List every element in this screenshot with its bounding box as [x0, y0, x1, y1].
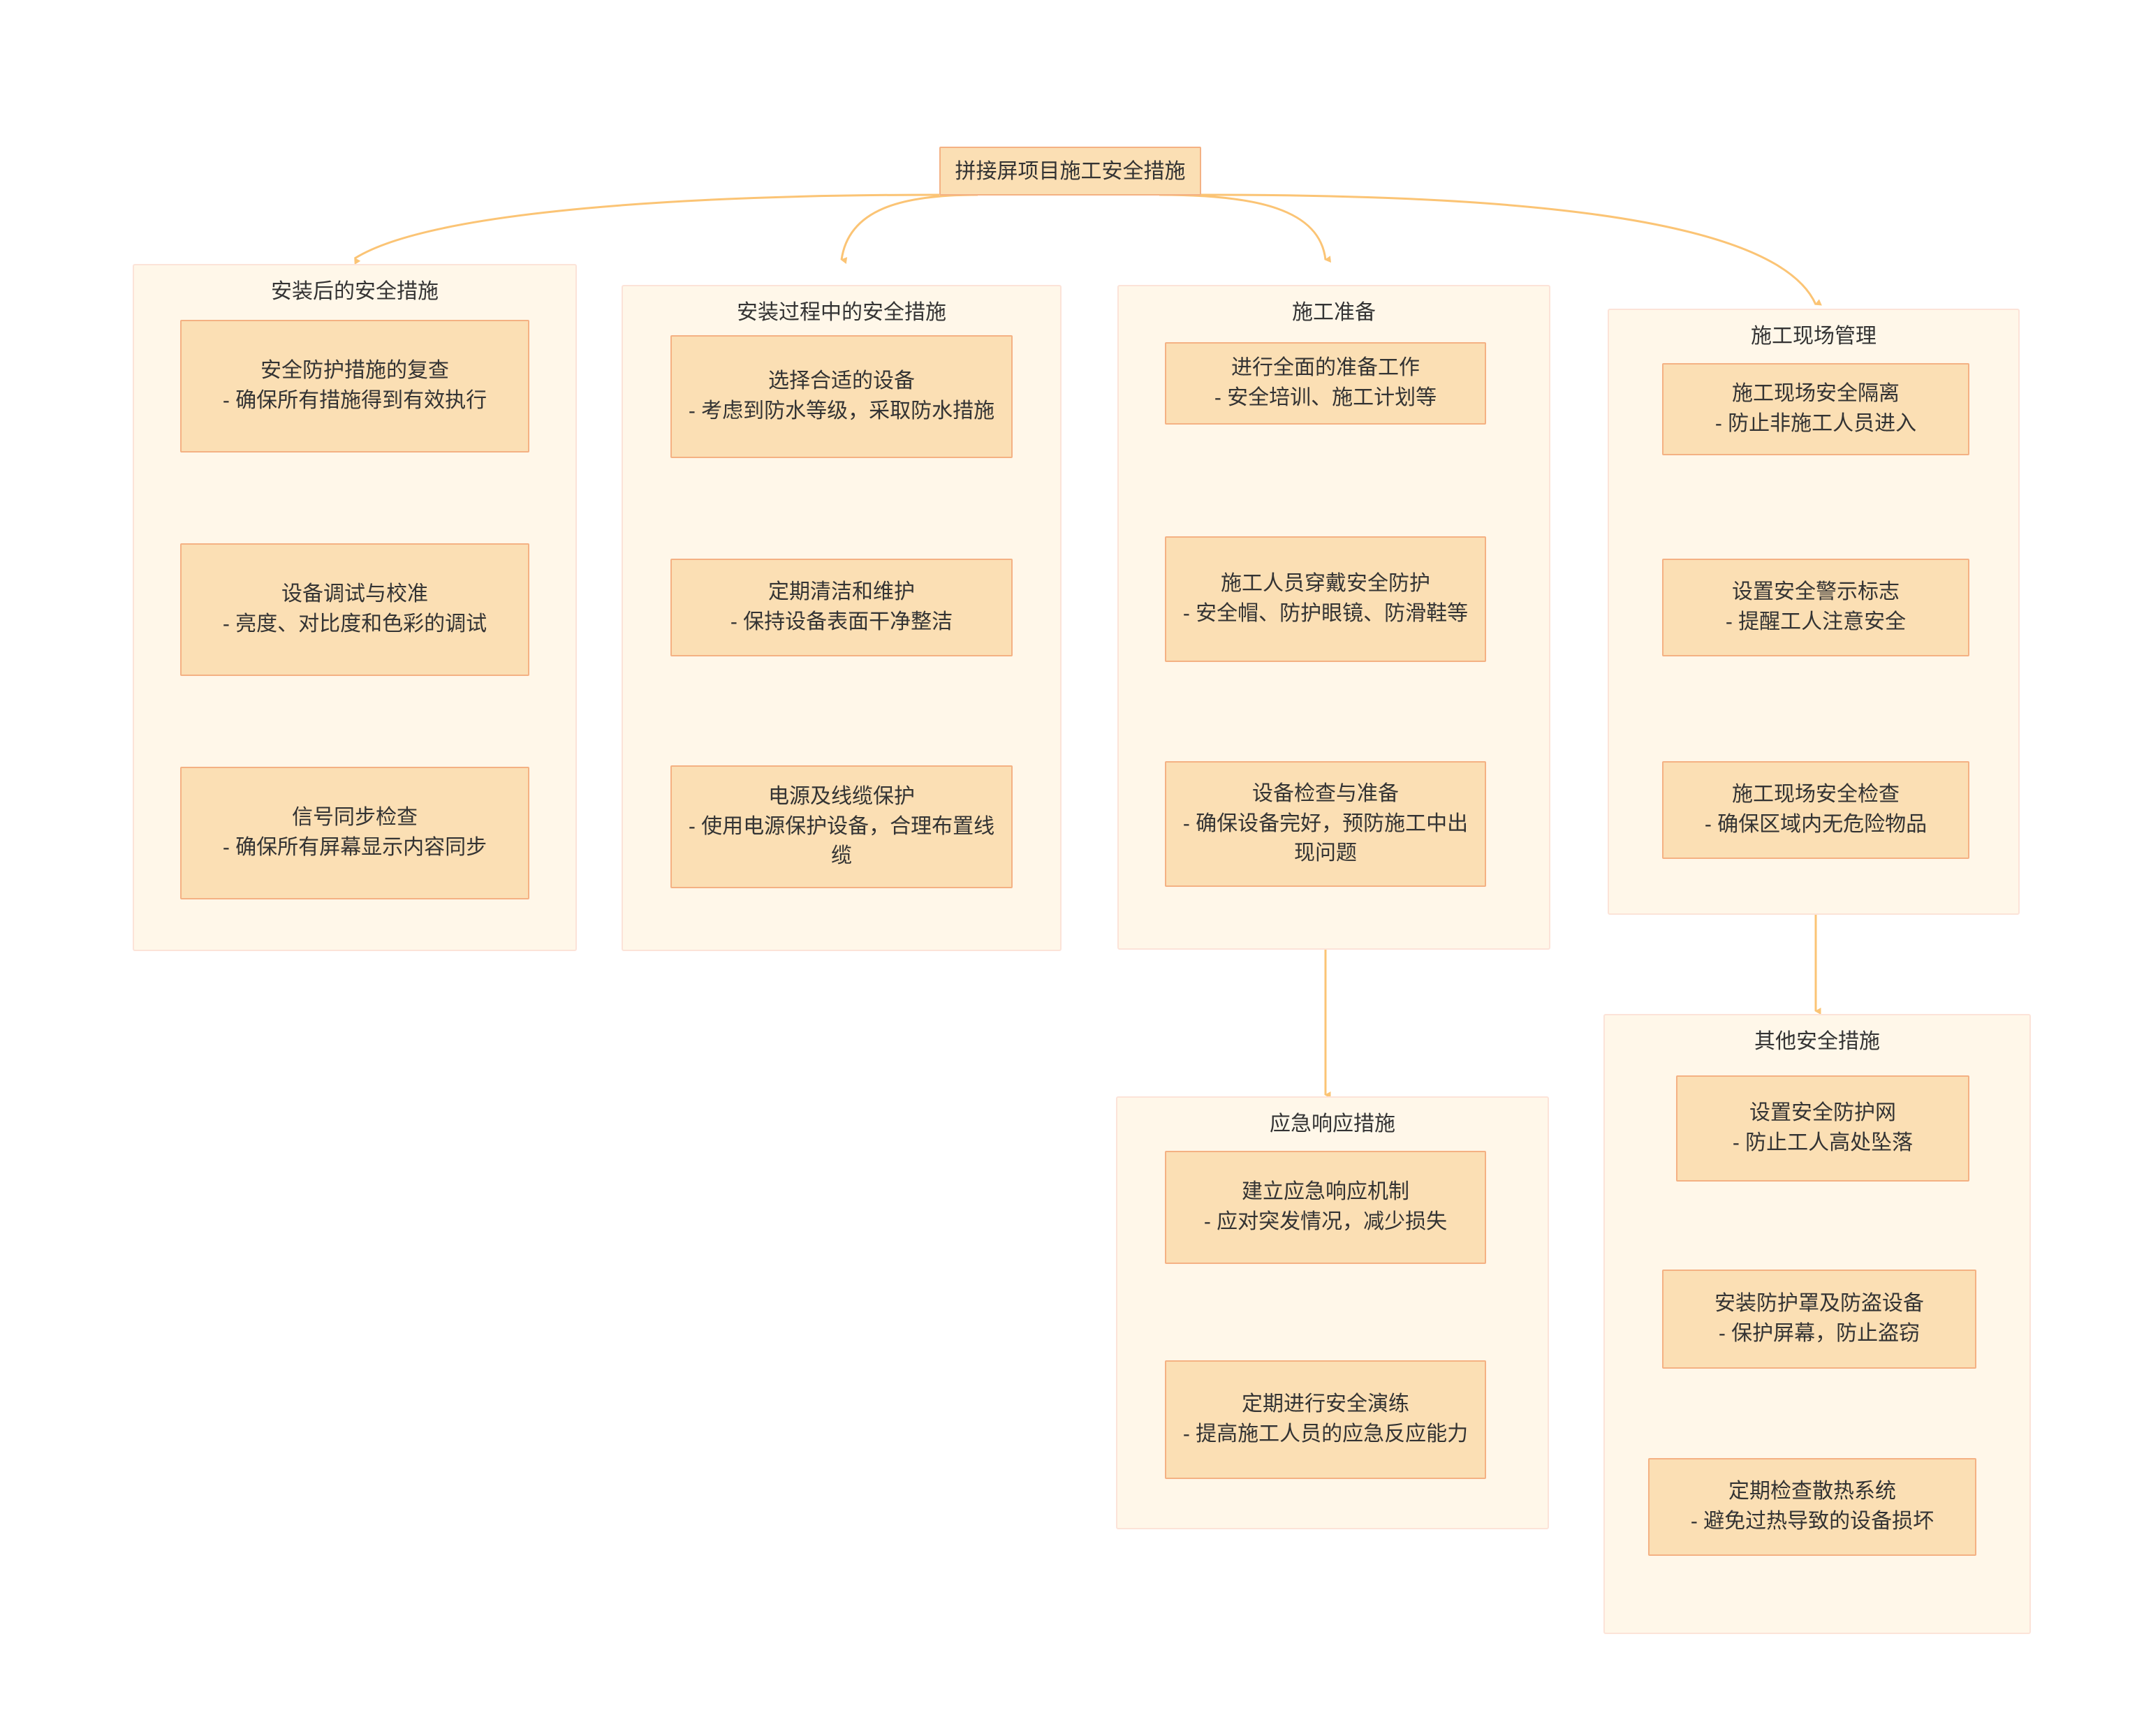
- cluster-emergency-title: 应急响应措施: [1270, 1112, 1395, 1135]
- node-d1[interactable]: 选择合适的设备 - 考虑到防水等级，采取防水措施: [670, 335, 1013, 458]
- node-s2-label: 设置安全警示标志 - 提醒工人注意安全: [1725, 580, 1907, 633]
- node-s1[interactable]: 施工现场安全隔离 - 防止非施工人员进入: [1662, 363, 1969, 455]
- edge-root-to-post-install: [354, 193, 940, 265]
- root-node[interactable]: 拼接屏项目施工安全措施: [939, 147, 1201, 196]
- node-c2[interactable]: 施工人员穿戴安全防护 - 安全帽、防护眼镜、防滑鞋等: [1165, 536, 1486, 662]
- node-e2[interactable]: 定期进行安全演练 - 提高施工人员的应急反应能力: [1165, 1360, 1486, 1479]
- node-d3[interactable]: 电源及线缆保护 - 使用电源保护设备，合理布置线缆: [670, 765, 1013, 888]
- node-p3[interactable]: 信号同步检查 - 确保所有屏幕显示内容同步: [180, 767, 529, 899]
- cluster-preparation-title: 施工准备: [1292, 301, 1376, 324]
- node-o2-label: 安装防护罩及防盗设备 - 保护屏幕，防止盗窃: [1714, 1292, 1924, 1345]
- node-d2-label: 定期清洁和维护 - 保持设备表面干净整洁: [730, 580, 953, 633]
- node-p1[interactable]: 安全防护措施的复查 - 确保所有措施得到有效执行: [180, 320, 529, 453]
- node-o2[interactable]: 安装防护罩及防盗设备 - 保护屏幕，防止盗窃: [1662, 1270, 1976, 1369]
- node-d2[interactable]: 定期清洁和维护 - 保持设备表面干净整洁: [670, 559, 1013, 656]
- node-e2-label: 定期进行安全演练 - 提高施工人员的应急反应能力: [1182, 1392, 1469, 1446]
- cluster-during-install-title: 安装过程中的安全措施: [737, 301, 946, 324]
- node-e1-label: 建立应急响应机制 - 应对突发情况，减少损失: [1203, 1180, 1448, 1233]
- node-o1[interactable]: 设置安全防护网 - 防止工人高处坠落: [1676, 1075, 1969, 1182]
- node-c1[interactable]: 进行全面的准备工作 - 安全培训、施工计划等: [1165, 342, 1486, 425]
- node-c1-label: 进行全面的准备工作 - 安全培训、施工计划等: [1214, 356, 1437, 409]
- cluster-other-title: 其他安全措施: [1754, 1030, 1880, 1053]
- node-d1-label: 选择合适的设备 - 考虑到防水等级，采取防水措施: [688, 369, 995, 422]
- node-o3-label: 定期检查散热系统 - 避免过热导致的设备损坏: [1690, 1480, 1934, 1533]
- node-s3-label: 施工现场安全检查 - 确保区域内无危险物品: [1704, 783, 1927, 836]
- cluster-post-install-title: 安装后的安全措施: [271, 280, 439, 303]
- node-p2-label: 设备调试与校准 - 亮度、对比度和色彩的调试: [222, 582, 487, 635]
- node-o3[interactable]: 定期检查散热系统 - 避免过热导致的设备损坏: [1648, 1458, 1976, 1556]
- node-p1-label: 安全防护措施的复查 - 确保所有措施得到有效执行: [222, 359, 487, 412]
- node-c2-label: 施工人员穿戴安全防护 - 安全帽、防护眼镜、防滑鞋等: [1182, 572, 1469, 625]
- cluster-site-management-title: 施工现场管理: [1751, 325, 1877, 348]
- edge-root-to-during-install: [840, 193, 978, 264]
- node-o1-label: 设置安全防护网 - 防止工人高处坠落: [1732, 1101, 1914, 1154]
- node-s2[interactable]: 设置安全警示标志 - 提醒工人注意安全: [1662, 559, 1969, 656]
- root-node-label: 拼接屏项目施工安全措施: [955, 159, 1186, 183]
- node-p2[interactable]: 设备调试与校准 - 亮度、对比度和色彩的调试: [180, 543, 529, 676]
- node-d3-label: 电源及线缆保护 - 使用电源保护设备，合理布置线缆: [688, 785, 995, 868]
- node-p3-label: 信号同步检查 - 确保所有屏幕显示内容同步: [222, 806, 487, 859]
- node-s1-label: 施工现场安全隔离 - 防止非施工人员进入: [1714, 382, 1917, 435]
- edge-root-to-preparation: [1159, 193, 1332, 263]
- node-c3[interactable]: 设备检查与准备 - 确保设备完好，预防施工中出现问题: [1165, 761, 1486, 887]
- node-s3[interactable]: 施工现场安全检查 - 确保区域内无危险物品: [1662, 761, 1969, 859]
- node-e1[interactable]: 建立应急响应机制 - 应对突发情况，减少损失: [1165, 1151, 1486, 1264]
- node-c3-label: 设备检查与准备 - 确保设备完好，预防施工中出现问题: [1182, 782, 1469, 865]
